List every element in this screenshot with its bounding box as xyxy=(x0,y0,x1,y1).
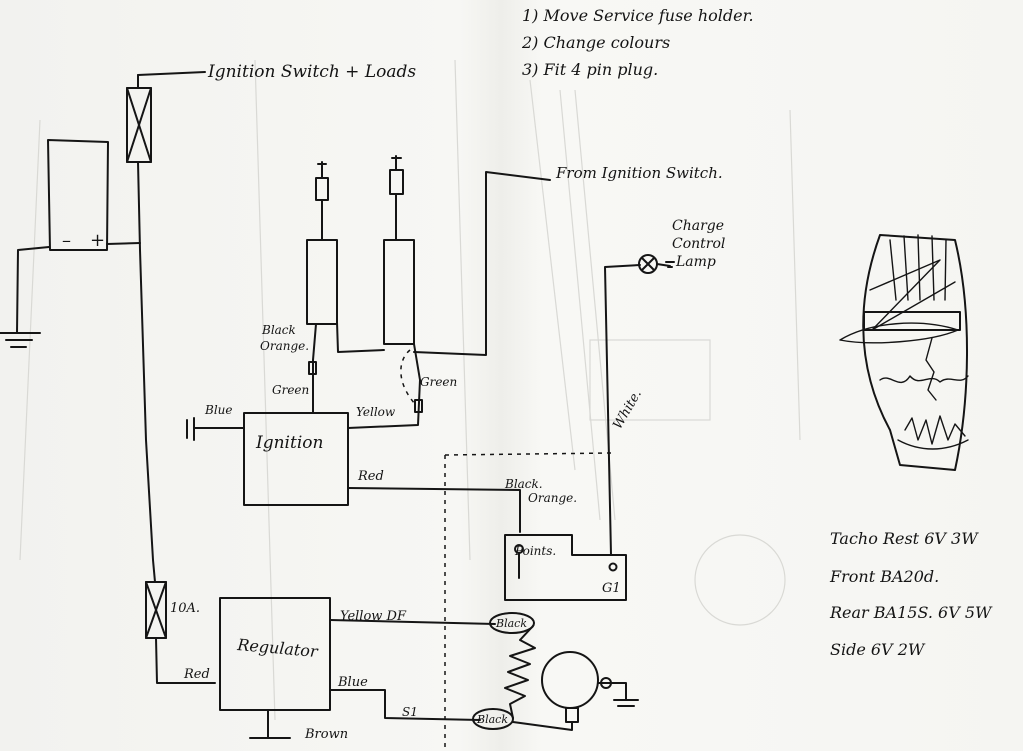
wire-to-ignition-switch xyxy=(137,71,206,76)
wire-white xyxy=(604,264,641,556)
wire-green-left xyxy=(312,323,317,413)
ground-symbol-battery xyxy=(0,246,50,348)
bulb-tacho-rest: Tacho Rest 6V 3W xyxy=(830,529,979,548)
ignition-module xyxy=(243,412,349,506)
wire-label-yellow-df: Yellow DF xyxy=(340,609,407,624)
generator-terminal-top-label: Black xyxy=(495,617,527,630)
regulator xyxy=(219,597,331,711)
main-supply-wire xyxy=(137,74,216,684)
regulator-label: Regulator xyxy=(236,635,320,661)
fuse-service xyxy=(126,87,152,163)
label-points: Points. xyxy=(514,544,556,558)
wire-label-black-left: Black xyxy=(261,323,296,337)
label-control: Control xyxy=(672,236,725,252)
wire-from-ignition-switch xyxy=(413,171,551,356)
g1-terminal xyxy=(608,562,618,572)
regulator-ground xyxy=(249,709,291,739)
wire-yellow xyxy=(347,343,421,429)
label-capacitor-blue: Blue xyxy=(204,403,233,417)
coil-link-wire xyxy=(336,321,385,353)
connector-left xyxy=(308,361,317,375)
wire-label-white: White. xyxy=(610,387,644,432)
wire-label-orange-points: Orange. xyxy=(528,491,577,505)
label-from-ignition-switch: From Ignition Switch. xyxy=(555,164,723,182)
tail-light-sketch xyxy=(839,234,969,471)
ignition-coil-left xyxy=(306,161,338,325)
wire-label-red-regulator: Red xyxy=(183,667,210,682)
wire-yellow-df xyxy=(329,619,496,625)
dashed-green-route xyxy=(400,349,416,405)
wire-label-yellow: Yellow xyxy=(356,405,396,419)
wire-label-black-points: Black. xyxy=(504,477,543,491)
wire-red-points xyxy=(347,487,521,533)
generator-terminal-top-circle xyxy=(489,612,535,634)
wire-label-green-left: Green xyxy=(272,383,309,397)
wire-label-red-ignition: Red xyxy=(357,469,384,484)
wire-label-brown: Brown xyxy=(304,727,348,742)
background-showthrough xyxy=(19,59,801,721)
label-ignition-switch-loads: Ignition Switch + Loads xyxy=(207,62,416,82)
connector-right xyxy=(414,399,423,413)
points-box xyxy=(504,534,627,601)
dashed-housing xyxy=(444,452,613,751)
ignition-module-label: Ignition xyxy=(255,433,323,453)
wire-label-s1: S1 xyxy=(402,705,418,719)
battery: – + xyxy=(47,139,141,251)
note-3: 3) Fit 4 pin plug. xyxy=(522,60,658,79)
ignition-coil-right xyxy=(383,155,415,345)
battery-minus-label: – xyxy=(62,230,71,251)
battery-plus-label: + xyxy=(90,230,105,251)
wire-label-green-right: Green xyxy=(420,375,457,389)
wire-blue-s1 xyxy=(329,689,481,721)
wire-label-blue-regulator: Blue xyxy=(337,675,368,690)
fuse-10a xyxy=(145,581,167,639)
note-2: 2) Change colours xyxy=(521,33,670,52)
note-1: 1) Move Service fuse holder. xyxy=(522,6,754,25)
label-charge: Charge xyxy=(672,218,724,234)
capacitor-symbol xyxy=(186,417,245,441)
bulb-rear: Rear BA15S. 6V 5W xyxy=(829,603,993,622)
generator-terminal-bottom-label: Black xyxy=(476,713,508,726)
wire-label-orange-left: Orange. xyxy=(260,339,309,353)
bulb-front: Front BA20d. xyxy=(829,567,939,586)
charge-control-lamp xyxy=(638,254,675,274)
label-lamp: Lamp xyxy=(675,254,716,270)
bulb-side: Side 6V 2W xyxy=(830,640,926,659)
label-fuse-rating: 10A. xyxy=(170,601,200,616)
label-g1: G1 xyxy=(602,581,621,596)
